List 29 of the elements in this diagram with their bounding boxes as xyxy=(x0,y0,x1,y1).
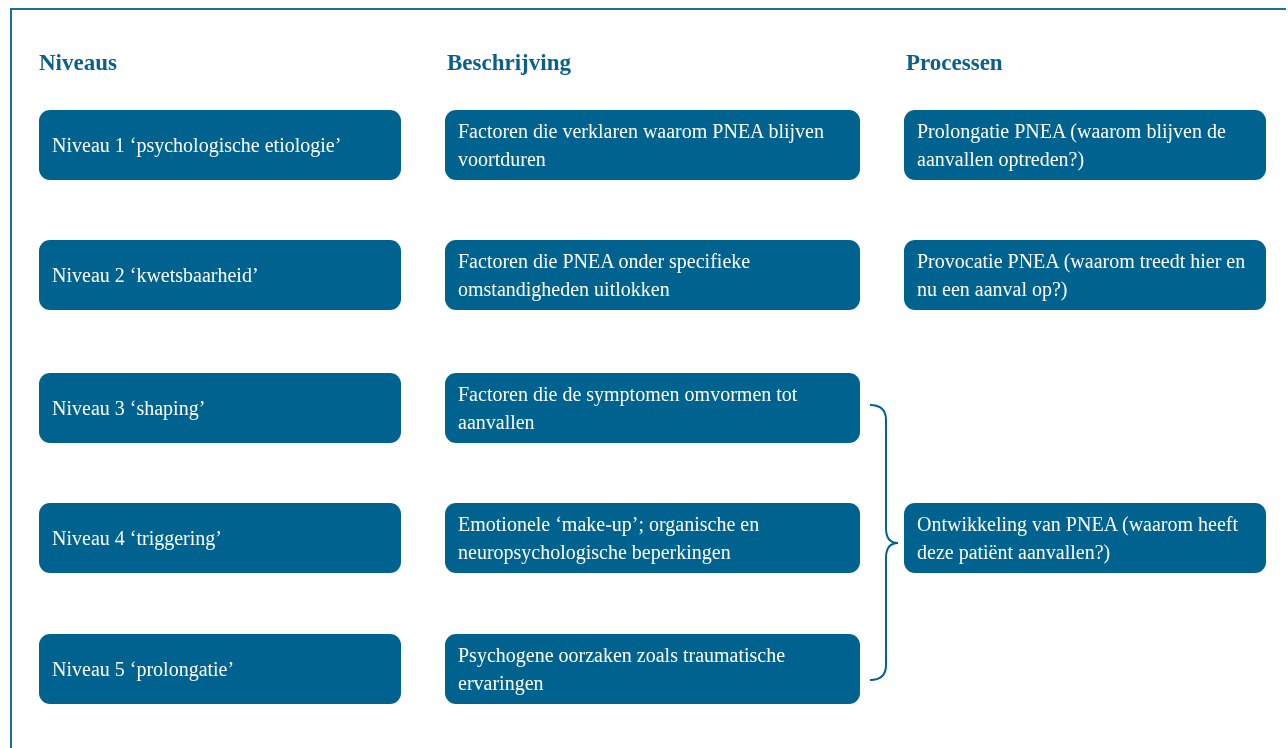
box-text: Psychogene oorzaken zoals traumatische ervaringen xyxy=(458,643,787,697)
box-text: Factoren die PNEA onder specifieke omstandigheden uitlokken xyxy=(458,249,752,303)
process-box xyxy=(445,110,860,180)
column-heading: Niveaus xyxy=(39,50,117,76)
box-text: Factoren die de symptomen omvormen tot aanvallen xyxy=(458,382,799,435)
process-box xyxy=(904,110,1266,180)
box-text: Niveau 5 ‘prolongatie’ xyxy=(52,657,235,683)
box-text: Niveau 3 ‘shaping’ xyxy=(52,396,206,422)
process-box xyxy=(39,373,401,443)
column-heading: Processen xyxy=(906,50,1003,76)
process-box xyxy=(904,240,1266,310)
box-text: Provocatie PNEA (waarom treedt hier en nu een aanval op?) xyxy=(917,249,1247,303)
process-box xyxy=(445,240,860,310)
box-text: Ontwikkeling van PNEA (waarom heeft deze patiënt aanvallen?) xyxy=(917,512,1240,566)
process-box xyxy=(445,634,860,704)
box-text: Factoren die verklaren waarom PNEA blijven voortduren xyxy=(458,119,825,172)
column-heading: Beschrijving xyxy=(447,50,571,76)
process-box xyxy=(39,503,401,573)
process-box xyxy=(39,240,401,310)
box-text: Niveau 2 ‘kwetsbaarheid’ xyxy=(52,263,259,288)
process-box xyxy=(445,503,860,573)
box-text: Niveau 4 ‘triggering’ xyxy=(52,526,222,552)
box-text: Prolongatie PNEA (waarom blijven de aanvallen optreden?) xyxy=(917,119,1227,173)
process-box xyxy=(39,634,401,704)
box-text: Emotionele ‘make-up’; organische en neuropsychologische beperkingen xyxy=(458,512,761,566)
process-box xyxy=(445,373,860,443)
process-box xyxy=(39,110,401,180)
process-box xyxy=(904,503,1266,573)
box-text: Niveau 1 ‘psychologische etiologie’ xyxy=(52,133,342,159)
